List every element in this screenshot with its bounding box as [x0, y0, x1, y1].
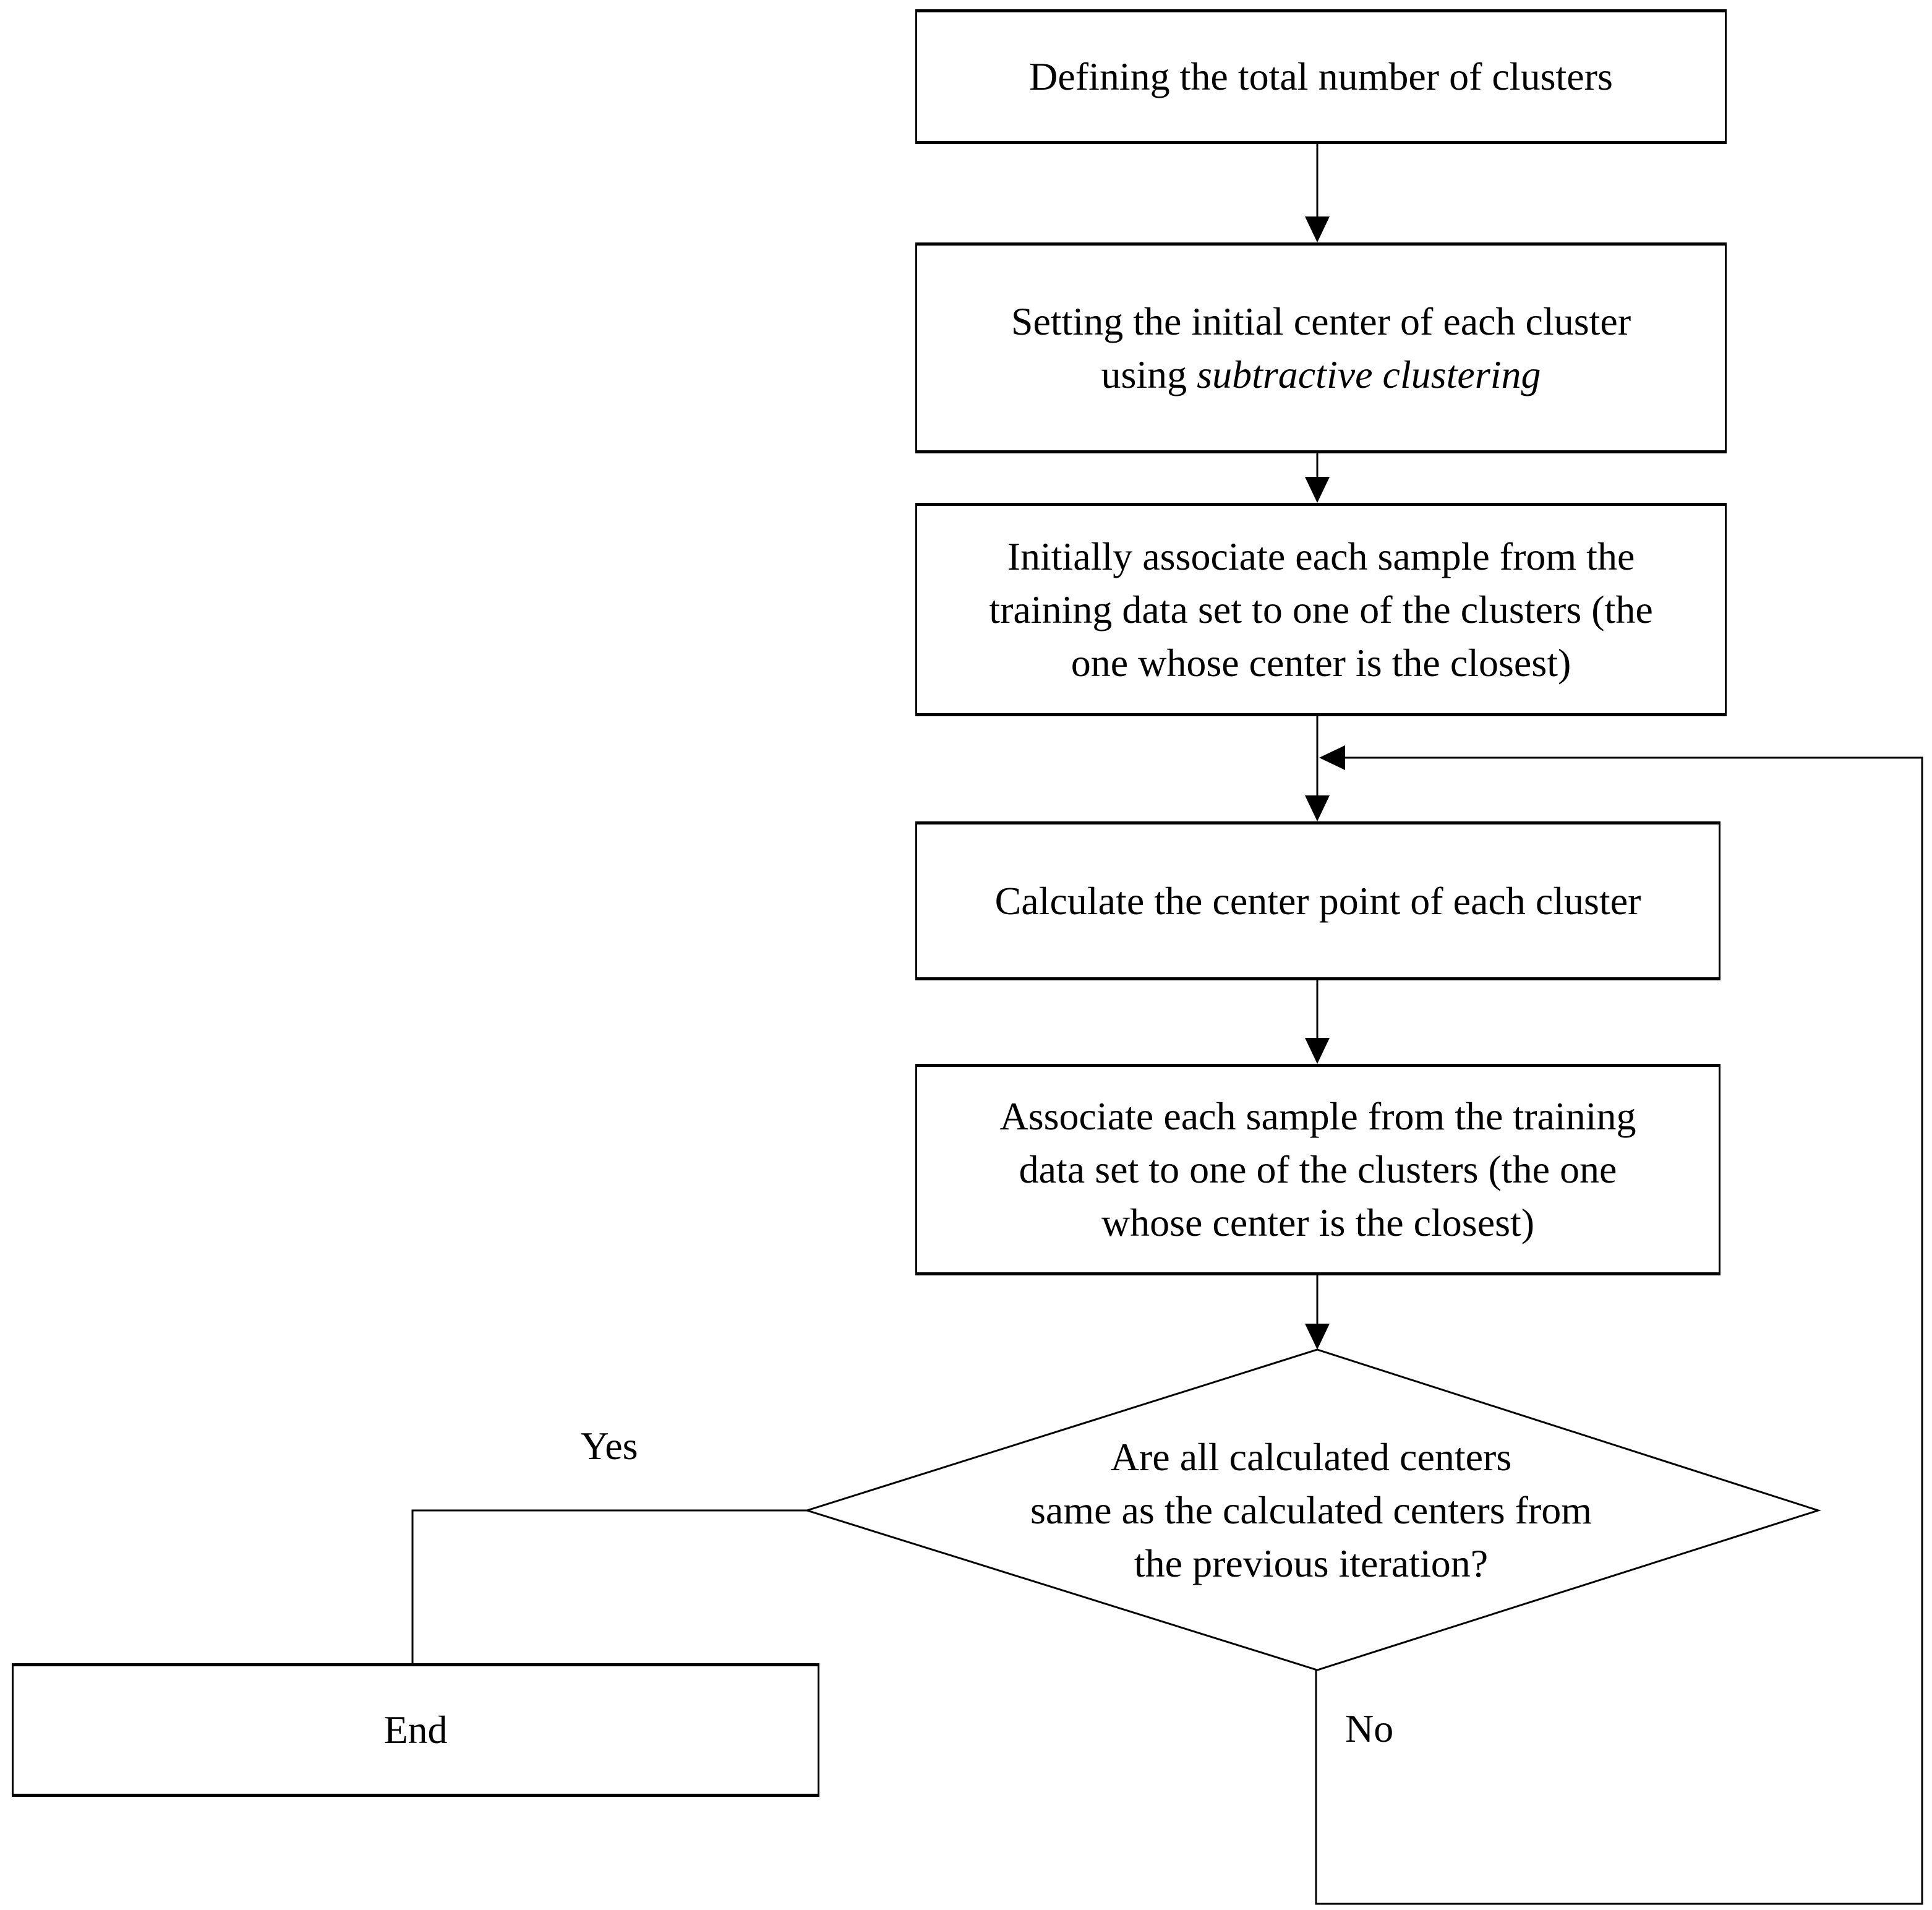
calculate-center-text: Calculate the center point of each clust… — [994, 878, 1641, 923]
end-box-text: End — [383, 1708, 448, 1752]
decision-diamond-text: Are all calculated centers same as the c… — [807, 1431, 1815, 1590]
arrowhead-into-associate — [1305, 1038, 1330, 1064]
initially-associate-line1: Initially associate each sample from the — [1007, 534, 1635, 578]
arrowhead-into-initassociate — [1305, 477, 1330, 503]
process-box-associate-samples: Associate each sample from the training … — [915, 1064, 1720, 1275]
edge-yes-branch — [411, 1509, 807, 1663]
set-initial-centers-line2: using subtractive clustering — [1101, 348, 1541, 401]
decision-line1: Are all calculated centers — [1110, 1435, 1512, 1479]
decision-line3: the previous iteration? — [1134, 1541, 1489, 1585]
arrowhead-into-setcenters — [1305, 216, 1330, 242]
set-initial-centers-line2-italic: subtractive clustering — [1197, 352, 1541, 396]
process-box-define-clusters: Defining the total number of clusters — [915, 9, 1727, 144]
initially-associate-line2: training data set to one of the clusters… — [989, 587, 1653, 632]
arrowhead-into-calculate — [1305, 795, 1330, 821]
set-initial-centers-line1: Setting the initial center of each clust… — [1011, 299, 1631, 343]
associate-samples-line2: data set to one of the clusters (the one — [1019, 1147, 1617, 1191]
arrowhead-into-decision — [1305, 1324, 1330, 1350]
edge-no-feedback-loop — [1315, 756, 1923, 1905]
process-box-initially-associate: Initially associate each sample from the… — [915, 503, 1727, 716]
terminator-box-end: End — [12, 1663, 819, 1797]
process-box-define-clusters-text: Defining the total number of clusters — [1029, 54, 1613, 98]
initially-associate-line3: one whose center is the closest) — [1071, 640, 1571, 685]
edge-label-no: No — [1345, 1707, 1394, 1750]
edge-label-yes: Yes — [580, 1424, 638, 1468]
associate-samples-line1: Associate each sample from the training — [999, 1094, 1636, 1138]
process-box-set-initial-centers: Setting the initial center of each clust… — [915, 242, 1727, 453]
decision-line2: same as the calculated centers from — [1030, 1488, 1592, 1532]
decision-diamond-shape — [803, 1348, 1821, 1671]
set-initial-centers-line2-normal: using — [1101, 352, 1197, 396]
arrowhead-loop-left — [1319, 745, 1345, 770]
process-box-calculate-center: Calculate the center point of each clust… — [915, 821, 1720, 980]
associate-samples-line3: whose center is the closest) — [1101, 1201, 1535, 1244]
